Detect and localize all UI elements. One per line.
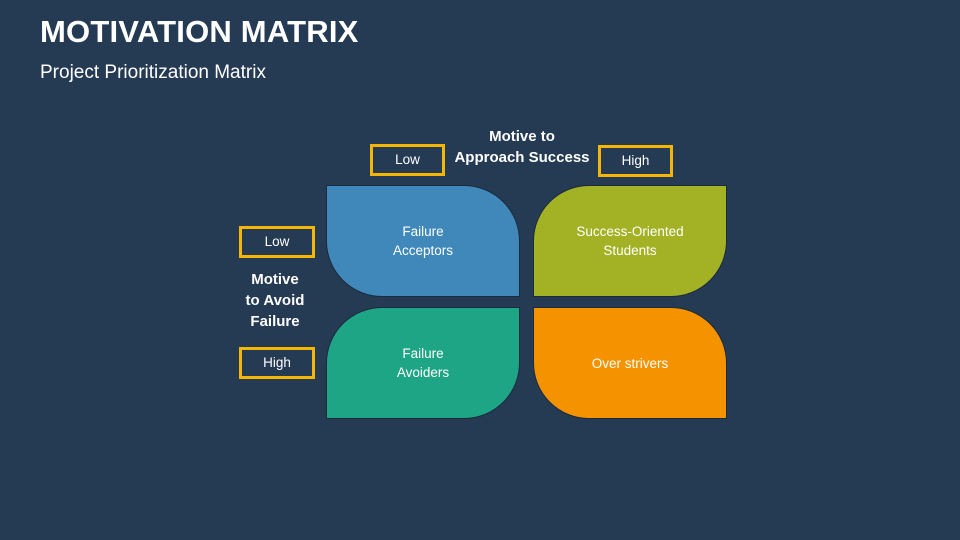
slide-title: MOTIVATION MATRIX — [40, 14, 359, 49]
axis-label-approach-success: Motive to Approach Success — [454, 128, 590, 166]
quadrant-success-oriented-students: Success-Oriented Students — [533, 185, 727, 297]
quadrant-label: Failure Acceptors — [392, 224, 454, 258]
top-axis-low-tag: Low — [370, 144, 445, 176]
quadrant-label: Success-Oriented Students — [576, 224, 684, 258]
quadrant-failure-avoiders: Failure Avoiders — [326, 307, 520, 419]
quadrant-failure-acceptors: Failure Acceptors — [326, 185, 520, 297]
slide-subtitle: Project Prioritization Matrix — [40, 62, 266, 83]
quadrant-over-strivers: Over strivers — [533, 307, 727, 419]
top-axis-high-tag: High — [598, 145, 673, 177]
left-axis-high-tag: High — [239, 347, 315, 379]
left-axis-low-tag: Low — [239, 226, 315, 258]
axis-label-avoid-failure: Motive to Avoid Failure — [245, 271, 305, 330]
quadrant-label: Failure Avoiders — [396, 346, 450, 380]
quadrant-label: Over strivers — [591, 355, 669, 371]
